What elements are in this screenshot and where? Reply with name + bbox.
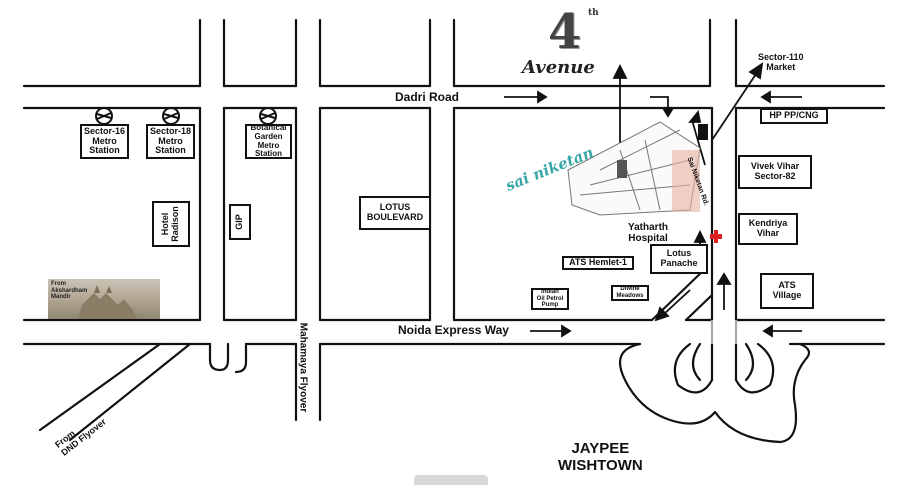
temple-icon: [78, 285, 138, 319]
sector110-market-label: Sector-110 Market: [758, 52, 804, 72]
avenue-suffix: th: [588, 8, 599, 18]
gip-label: GIP: [234, 214, 245, 230]
hp-pump: HP PP/CNG: [760, 108, 828, 124]
ats-hemlet: ATS Hemlet-1: [562, 256, 634, 270]
diwine-meadows: Diwine Meadows: [611, 285, 649, 301]
avenue-number: 4: [548, 4, 582, 60]
dadri-road-label: Dadri Road: [395, 90, 460, 104]
vertical-road-3: [428, 106, 456, 322]
gip: GIP: [229, 204, 251, 240]
jaypee-boundary: [618, 342, 811, 444]
hospital-cross-icon: [710, 230, 722, 243]
jaypee-wishtown-label: JAYPEE WISHTOWN: [558, 440, 643, 474]
indian-oil-pump: Indian Oil Petrol Pump: [531, 288, 569, 310]
akshardham-photo: From Akshardham Mandir: [48, 279, 160, 319]
sector16-metro-station: Sector-16 Metro Station: [80, 124, 129, 159]
lotus-boulevard: LOTUS BOULEVARD: [359, 196, 431, 230]
expressway-label: Noida Express Way: [398, 323, 509, 337]
mahamaya-flyover-label: Mahamaya Flyover: [297, 322, 309, 413]
scroll-indicator[interactable]: [414, 475, 488, 485]
lotus-panache: Lotus Panache: [650, 244, 708, 274]
ats-village: ATS Village: [760, 273, 814, 309]
yatharth-hospital-label: Yatharth Hospital: [628, 222, 669, 244]
kendriya-vihar: Kendriya Vihar: [738, 213, 798, 245]
vivek-vihar: Vivek Vihar Sector-82: [738, 155, 812, 189]
sector18-metro-station: Sector-18 Metro Station: [146, 124, 195, 159]
avenue-word: Avenue: [522, 57, 595, 78]
vertical-road-1: [198, 106, 226, 322]
botanical-garden-metro-station: Botanical Garden Metro Station: [245, 123, 292, 159]
hotel-radison: Hotel Radison: [152, 201, 190, 247]
vertical-road-4: [710, 106, 738, 322]
akshardham-caption: From Akshardham Mandir: [51, 281, 88, 301]
metro-sign-icons: [95, 107, 277, 125]
dnd-flyover-road: [38, 342, 192, 442]
vertical-road-mahamaya: [294, 106, 322, 322]
